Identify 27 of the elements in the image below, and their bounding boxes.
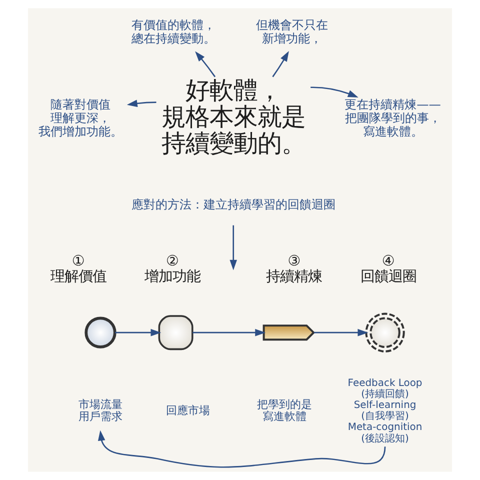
node-text: 隨著對價值理解更深，我們增加功能。: [38, 98, 123, 138]
arrow: [314, 328, 368, 336]
node-picture: [158, 315, 194, 350]
node-text: 更在持續精煉——把團隊學到的事，寫進軟體。: [344, 98, 441, 138]
node-text: ① 理解價值: [50, 253, 106, 285]
arrow: [310, 86, 358, 98]
arrow: [272, 51, 289, 78]
node-text: 但機會不只在新增功能，: [256, 18, 328, 46]
arrow: [230, 225, 237, 270]
arrow: [192, 328, 266, 336]
node-text: ② 增加功能: [144, 253, 200, 285]
node-picture: [365, 312, 405, 352]
node-text: 有價值的軟體，總在持續變動。: [132, 18, 216, 46]
node-text: Feedback Loop (持續回饋) Self-learning (自我學習) Meta-cognition (後設認知): [348, 378, 422, 444]
arrow: [195, 51, 216, 78]
arrow: [98, 430, 386, 468]
arrow: [114, 328, 162, 336]
node-text: ③ 持續精煉: [266, 253, 322, 285]
node-picture: [262, 324, 316, 341]
node-text: 回應市場: [166, 404, 210, 417]
node-text: 應對的方法：建立持續學習的回饋迴圈: [131, 197, 336, 212]
arrow: [126, 100, 156, 108]
node-picture: [84, 316, 116, 348]
node-text: ④ 回饋迴圈: [360, 253, 416, 285]
node-text: 好軟體，規格本來就是持續變動的。: [161, 76, 306, 158]
node-text: 市場流量 用戶需求: [78, 398, 123, 424]
node-text: 把學到的是寫進軟體: [256, 398, 312, 424]
